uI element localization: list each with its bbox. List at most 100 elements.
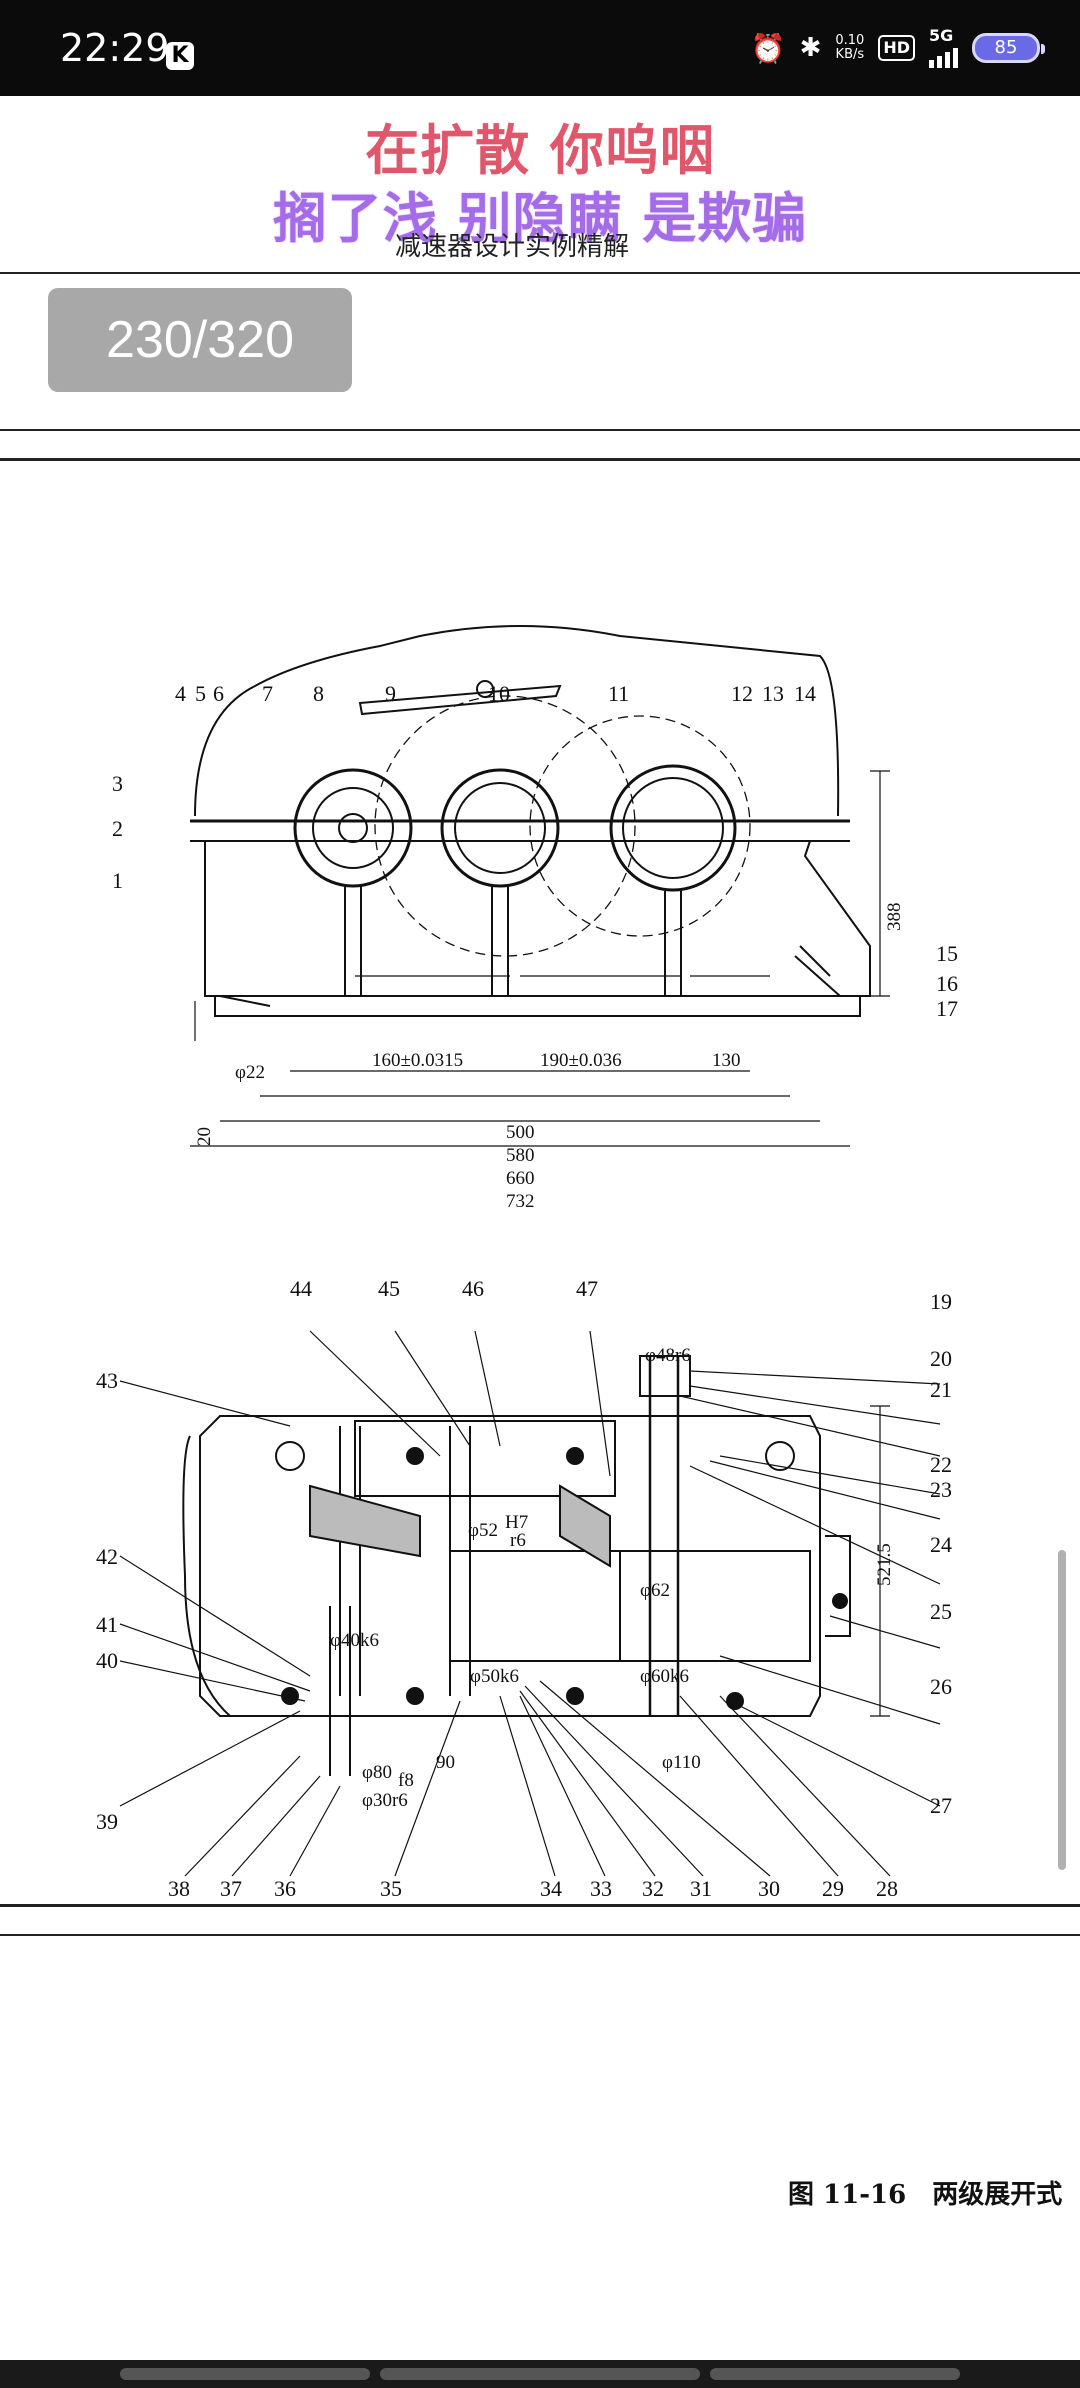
part-label: 9 (385, 681, 396, 706)
part-label: 46 (462, 1276, 484, 1301)
part-label: 23 (930, 1477, 952, 1502)
fit-annotation: φ80 (362, 1762, 392, 1783)
fit-annotation: H7 (505, 1512, 528, 1533)
hd-voice-icon: HD (878, 35, 915, 61)
bluetooth-icon: ✱ (799, 33, 822, 63)
vertical-scrollbar[interactable] (1058, 1550, 1066, 1870)
fit-annotation: φ30r6 (362, 1790, 408, 1811)
part-label: 19 (930, 1289, 952, 1314)
part-label: 33 (590, 1876, 612, 1901)
front-view-part-labels: 4 5 6 7 8 9 10 11 12 13 14 3 2 1 15 16 1… (112, 681, 958, 1021)
part-label: 26 (930, 1674, 952, 1699)
document-page[interactable]: 在扩散 你呜咽 搁了浅 别隐瞒 是欺骗 减速器设计实例精解 230/320 (0, 96, 1080, 2376)
plan-view-fit-annotations: φ48r6 φ52 H7 r6 φ40k6 φ50k6 φ62 φ60k6 φ8… (330, 1345, 895, 1811)
fit-annotation: r6 (510, 1530, 526, 1551)
figure-caption: 图 11-16 两级展开式 (788, 2180, 1063, 2210)
page-separator-3 (0, 1904, 1080, 1907)
part-label: 32 (642, 1876, 664, 1901)
part-label: 3 (112, 771, 123, 796)
part-label: 42 (96, 1544, 118, 1569)
dimension-text: 388 (884, 903, 905, 932)
part-label: 20 (930, 1346, 952, 1371)
part-label: 8 (313, 681, 324, 706)
fit-annotation: φ50k6 (470, 1666, 519, 1687)
part-label: 41 (96, 1612, 118, 1637)
fit-annotation: φ62 (640, 1580, 670, 1601)
fit-annotation: 521.5 (874, 1543, 895, 1586)
part-label: 10 (488, 681, 510, 706)
dimension-text: 580 (506, 1145, 535, 1166)
part-label: 12 (731, 681, 753, 706)
part-label: 40 (96, 1648, 118, 1673)
part-label: 21 (930, 1377, 952, 1402)
part-label: 17 (936, 996, 958, 1021)
clock: 22:29 (60, 26, 170, 70)
nav-segment (120, 2368, 370, 2380)
part-label: 43 (96, 1368, 118, 1393)
network-type: 5G (929, 26, 954, 45)
app-notification-icon: K (166, 42, 194, 70)
fit-annotation: φ40k6 (330, 1630, 379, 1651)
fit-annotation: φ60k6 (640, 1666, 689, 1687)
part-label: 1 (112, 868, 123, 893)
part-label: 30 (758, 1876, 780, 1901)
gearbox-front-view-drawing: 4 5 6 7 8 9 10 11 12 13 14 3 2 1 15 16 1… (112, 625, 958, 1213)
part-label: 45 (378, 1276, 400, 1301)
part-label: 7 (262, 681, 273, 706)
dimension-text: 160±0.0315 (372, 1050, 463, 1071)
cellular-signal-icon: 5G (929, 28, 958, 68)
part-label: 14 (794, 681, 816, 706)
part-label: 37 (220, 1876, 242, 1901)
fit-annotation: φ48r6 (645, 1345, 691, 1366)
header-divider (0, 272, 1080, 274)
front-view-dimensions: 160±0.0315 190±0.036 130 φ22 20 500 580 … (194, 903, 905, 1213)
part-label: 34 (540, 1876, 562, 1901)
status-bar: 22:29 K ⏰ ✱ 0.10 KB/s HD 5G 85 (0, 0, 1080, 96)
nav-segment (710, 2368, 960, 2380)
part-label: 31 (690, 1876, 712, 1901)
lyric-line-1: 在扩散 你呜咽 (365, 119, 715, 182)
nav-segment (380, 2368, 700, 2380)
page-separator-1 (0, 429, 1080, 431)
part-label: 16 (936, 971, 958, 996)
dimension-text: 660 (506, 1168, 535, 1189)
dimension-text: 732 (506, 1191, 535, 1212)
part-label: 6 (213, 681, 224, 706)
part-label: 35 (380, 1876, 402, 1901)
network-speed: 0.10 KB/s (835, 34, 864, 62)
dimension-text: 130 (712, 1050, 741, 1071)
book-running-header: 减速器设计实例精解 (395, 232, 630, 262)
part-label: 5 (195, 681, 206, 706)
part-label: 25 (930, 1599, 952, 1624)
dimension-text: 20 (194, 1127, 215, 1146)
lyric-line-2: 搁了浅 别隐瞒 是欺骗 (272, 187, 808, 250)
fit-annotation: φ52 (468, 1520, 498, 1541)
part-label: 47 (576, 1276, 598, 1301)
fit-annotation: f8 (398, 1770, 414, 1791)
part-label: 4 (175, 681, 186, 706)
plan-view-part-labels: 44 45 46 47 43 42 41 40 39 38 37 36 35 3… (96, 1276, 952, 1901)
fit-annotation: 90 (436, 1752, 455, 1773)
part-label: 2 (112, 816, 123, 841)
part-label: 38 (168, 1876, 190, 1901)
dimension-text: 190±0.036 (540, 1050, 622, 1071)
page-separator-2 (0, 458, 1080, 461)
alarm-icon: ⏰ (750, 31, 786, 65)
part-label: 36 (274, 1876, 296, 1901)
part-label: 24 (930, 1532, 952, 1557)
signal-bars (929, 44, 958, 68)
part-label: 28 (876, 1876, 898, 1901)
page-indicator: 230/320 (48, 288, 352, 392)
part-label: 39 (96, 1809, 118, 1834)
gearbox-plan-view-drawing: 44 45 46 47 43 42 41 40 39 38 37 36 35 3… (96, 1276, 952, 1901)
part-label: 27 (930, 1793, 952, 1818)
part-label: 29 (822, 1876, 844, 1901)
part-label: 13 (762, 681, 784, 706)
navigation-bar (0, 2360, 1080, 2388)
dimension-text: 500 (506, 1122, 535, 1143)
battery-icon: 85 (972, 33, 1045, 63)
page-separator-4 (0, 1934, 1080, 1936)
status-icons: ⏰ ✱ 0.10 KB/s HD 5G 85 (750, 28, 1045, 68)
part-label: 22 (930, 1452, 952, 1477)
network-speed-value: 0.10 (835, 33, 865, 48)
